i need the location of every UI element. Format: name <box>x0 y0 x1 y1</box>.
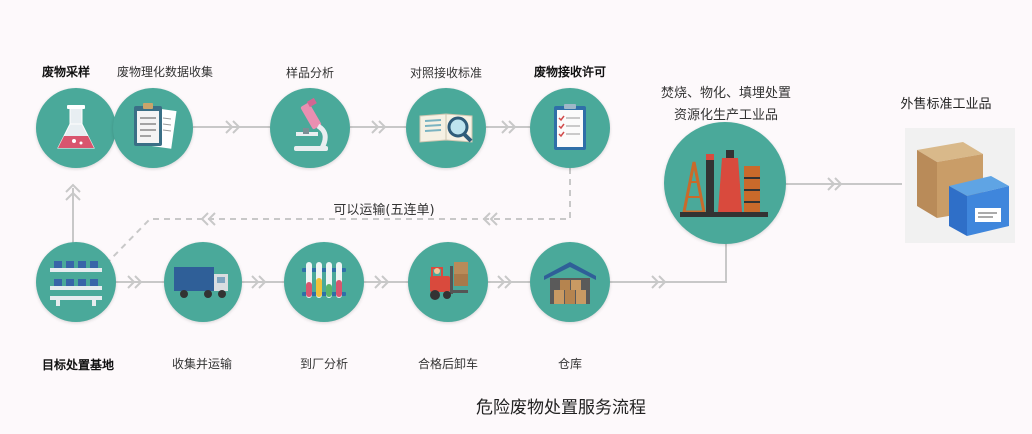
microscope-icon <box>294 97 328 151</box>
node-arrival-analysis <box>284 242 364 322</box>
step-label-acceptance-permit: 废物接收许可 <box>533 65 607 79</box>
node-warehouse <box>530 242 610 322</box>
transport-label: 可以运输(五连单) <box>329 199 439 218</box>
truck-icon <box>174 267 228 298</box>
node-collect-transport <box>164 242 242 322</box>
node-sample-analysis <box>270 88 350 168</box>
node-sampling <box>36 88 116 168</box>
flask-icon <box>57 105 95 149</box>
conveyor-icon <box>50 261 102 306</box>
step-label-unloading: 合格后卸车 <box>417 357 479 371</box>
final-label: 外售标准工业品 <box>900 97 992 112</box>
node-processing <box>664 122 786 244</box>
step-label-collect-transport: 收集并运输 <box>171 357 233 371</box>
warehouse-icon <box>544 262 596 304</box>
processing-label-line1: 焚烧、物化、填埋处置 <box>660 86 792 101</box>
node-acceptance-permit <box>530 88 610 168</box>
factory-icon <box>680 150 768 217</box>
processing-label-line2: 资源化生产工业品 <box>673 108 779 123</box>
node-data-collection <box>113 88 193 168</box>
node-acceptance-standard <box>406 88 486 168</box>
step-label-sample-analysis: 样品分析 <box>285 66 335 80</box>
book-magnifier-icon <box>419 113 473 143</box>
test-tubes-icon <box>302 262 346 298</box>
step-label-disposal-base: 目标处置基地 <box>41 358 115 372</box>
step-label-warehouse: 仓库 <box>557 357 583 371</box>
step-label-arrival-analysis: 到厂分析 <box>299 357 349 371</box>
step-label-sampling: 废物采样 <box>41 65 91 79</box>
clipboard-icon <box>134 103 177 149</box>
diagram-title: 危险废物处置服务流程 <box>476 398 646 418</box>
step-label-acceptance-standard: 对照接收标准 <box>409 66 483 80</box>
step-label-data-collection: 废物理化数据收集 <box>116 65 214 79</box>
permit-icon <box>554 104 586 150</box>
product-boxes-icon <box>917 142 1009 236</box>
node-unloading <box>408 242 488 322</box>
product-box <box>905 128 1015 243</box>
forklift-icon <box>430 262 468 300</box>
node-disposal-base <box>36 242 116 322</box>
